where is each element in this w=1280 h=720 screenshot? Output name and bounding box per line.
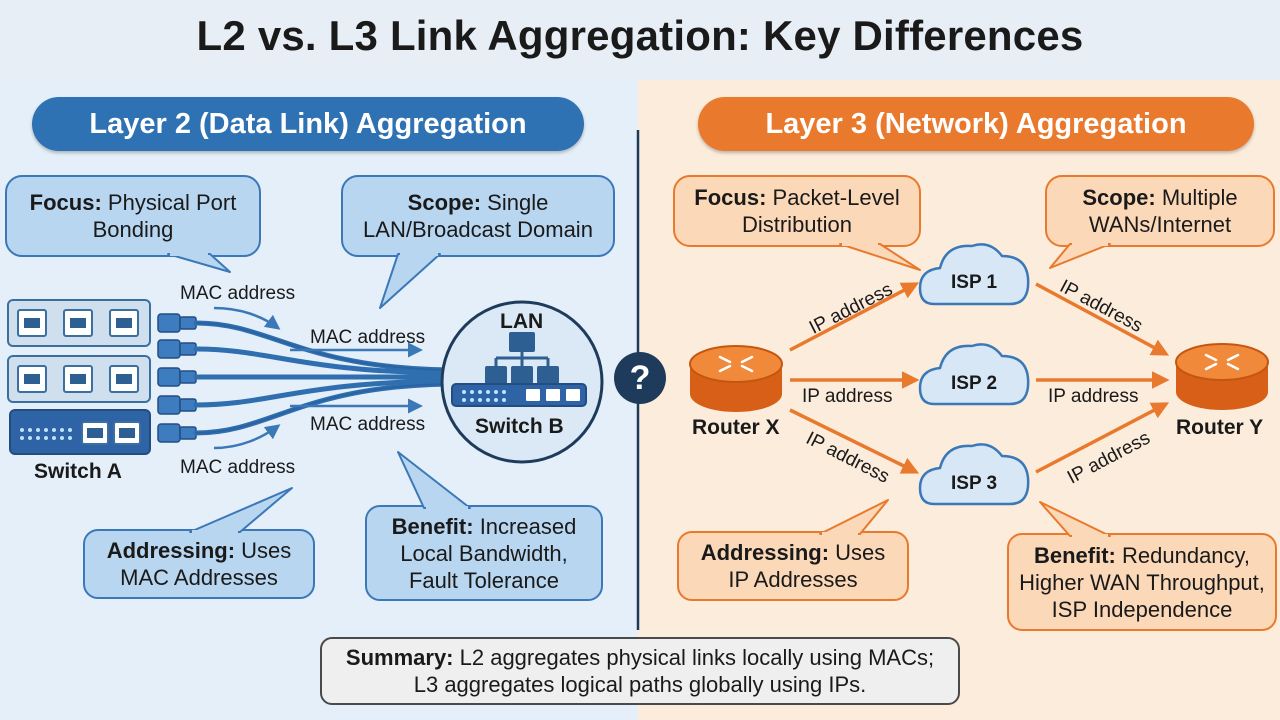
- l2-focus-line1: Physical Port: [107, 190, 237, 215]
- l2-focus-note: Focus: Physical Port Bonding: [6, 176, 260, 256]
- switch-a-label: Switch A: [34, 460, 122, 483]
- l3-benefit-line2: Higher WAN Throughput,: [1019, 569, 1265, 595]
- l3-benefit-key: Benefit:: [1033, 542, 1116, 568]
- mac-label-1: MAC address: [180, 283, 296, 304]
- l3-addressing-note: Addressing: Uses IP Addresses: [678, 532, 908, 600]
- router-x-label: Router X: [692, 416, 780, 439]
- mac-label-2: MAC address: [310, 327, 426, 348]
- l2-benefit-callout-shape: [365, 451, 603, 601]
- l2-focus-key: Focus:: [29, 190, 102, 215]
- isp-3-cloud-icon: [918, 443, 1030, 506]
- l3-focus-callout-shape: [673, 175, 921, 271]
- switch-b-lan-icon: [440, 300, 604, 464]
- isp-1-cloud-icon: [918, 243, 1030, 306]
- title-bar: [0, 0, 1280, 80]
- l2-benefit-note: Benefit: Increased Local Bandwidth, Faul…: [366, 506, 602, 600]
- l2-scope-note: Scope: Single LAN/Broadcast Domain: [342, 176, 614, 256]
- question-mark-icon: ?: [614, 352, 666, 404]
- summary-box: Summary: L2 aggregates physical links lo…: [320, 637, 960, 705]
- l3-focus-line2: Distribution: [741, 212, 853, 237]
- router-x-icon: [689, 345, 783, 412]
- l3-addressing-key: Addressing:: [700, 540, 830, 565]
- mac-label-3: MAC address: [310, 414, 426, 435]
- l2-benefit-line3: Fault Tolerance: [408, 567, 559, 593]
- l3-scope-callout-shape: [1045, 175, 1275, 269]
- lan-label: LAN: [500, 310, 544, 333]
- l2-addressing-line1: Uses: [241, 538, 292, 563]
- summary-line2: L3 aggregates logical paths globally usi…: [413, 672, 867, 697]
- l3-benefit-callout-shape: [1007, 501, 1277, 631]
- l3-benefit-line3: ISP Independence: [1051, 596, 1233, 622]
- isp-1-label: ISP 1: [951, 272, 998, 293]
- l2-header-pill: Layer 2 (Data Link) Aggregation: [32, 97, 584, 151]
- switch-b-label: Switch B: [475, 415, 564, 438]
- cable-connectors: [157, 313, 197, 443]
- mac-flow-arrows: [213, 306, 423, 450]
- mac-label-4: MAC address: [180, 457, 296, 478]
- l2-benefit-line1: Increased: [479, 513, 577, 539]
- l3-scope-note: Scope: Multiple WANs/Internet: [1046, 176, 1274, 246]
- isp-2-label: ISP 2: [951, 373, 998, 394]
- router-y-icon: [1175, 343, 1269, 410]
- l2-focus-callout-shape: [5, 175, 261, 273]
- ip-label-isp2-y: IP address: [1048, 386, 1139, 407]
- l2-scope-callout-shape: [341, 175, 615, 309]
- l3-scope-key: Scope:: [1082, 185, 1156, 210]
- l2-scope-line1: Single: [487, 190, 549, 215]
- l2-addressing-callout-shape: [83, 487, 315, 599]
- l3-addressing-line1: Uses: [835, 540, 886, 565]
- l3-addressing-callout-shape: [677, 499, 909, 601]
- l3-scope-line2: WANs/Internet: [1088, 212, 1232, 237]
- l2-scope-key: Scope:: [407, 190, 482, 215]
- l2-focus-line2: Bonding: [92, 217, 174, 242]
- l3-benefit-line1: Redundancy,: [1122, 542, 1251, 568]
- summary-line1: L2 aggregates physical links locally usi…: [459, 645, 935, 670]
- isp-3-label: ISP 3: [951, 473, 998, 494]
- l2-addressing-key: Addressing:: [106, 538, 236, 563]
- l3-scope-line1: Multiple: [1161, 185, 1238, 210]
- ip-path-arrows: [789, 282, 1170, 474]
- summary-key: Summary:: [345, 645, 454, 670]
- isp-2-cloud-icon: [918, 343, 1030, 406]
- l3-benefit-note: Benefit: Redundancy, Higher WAN Throughp…: [1008, 534, 1276, 630]
- ip-label-x-isp2: IP address: [802, 386, 893, 407]
- l3-focus-note: Focus: Packet-Level Distribution: [674, 176, 920, 246]
- l2-benefit-key: Benefit:: [391, 513, 474, 539]
- l2-addressing-line2: MAC Addresses: [120, 565, 278, 590]
- switch-a-icon: [7, 299, 151, 455]
- l2-benefit-line2: Local Bandwidth,: [400, 540, 568, 566]
- page-title: L2 vs. L3 Link Aggregation: Key Differen…: [196, 12, 1084, 59]
- bonded-cable-bundle: [193, 320, 453, 436]
- l2-scope-line2: LAN/Broadcast Domain: [363, 217, 593, 242]
- l3-addressing-line2: IP Addresses: [728, 567, 858, 592]
- l3-focus-key: Focus:: [694, 185, 767, 210]
- l3-header-pill: Layer 3 (Network) Aggregation: [698, 97, 1254, 151]
- l3-focus-line1: Packet-Level: [772, 185, 900, 210]
- router-y-label: Router Y: [1176, 416, 1264, 439]
- l2-addressing-note: Addressing: Uses MAC Addresses: [84, 530, 314, 598]
